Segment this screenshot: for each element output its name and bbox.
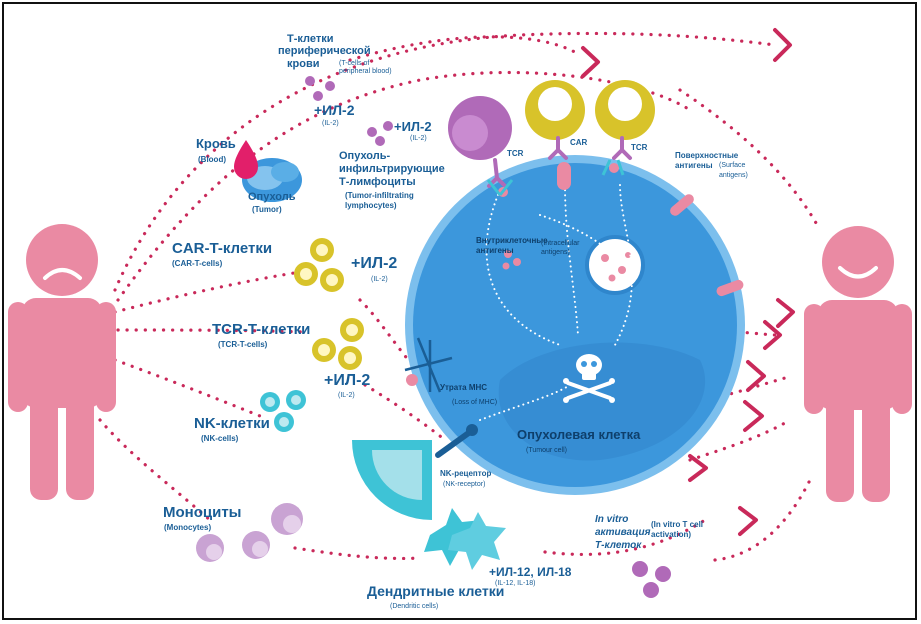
arrowhead-top	[773, 28, 792, 62]
in-vitro-label-en-1: (In vitro T cell	[651, 520, 704, 529]
intracellular-antigens-label-2: антигены	[476, 246, 514, 255]
happy-person-icon	[804, 226, 912, 502]
peripheral-t-label-1: Т-клетки	[287, 33, 334, 45]
arrowhead-right-4	[688, 454, 708, 482]
il2-top-label-en: (IL-2)	[322, 120, 339, 127]
car-t-cells	[294, 238, 344, 292]
tcr-t-label: TCR-T-клетки	[212, 321, 311, 338]
flow-arc-monocyte	[98, 418, 212, 522]
dendritic-cells	[424, 508, 506, 570]
tcr-t-cell-yellow	[595, 80, 655, 176]
arrowhead-right-3	[743, 400, 764, 432]
monocytes	[196, 503, 303, 562]
mhc-loss-label-en: (Loss of MHC)	[452, 399, 498, 406]
arrowhead-right-1	[763, 320, 782, 350]
flow-arc-right-4	[713, 478, 812, 562]
dendritic-label: Дендритные клетки	[367, 583, 505, 599]
intracellular-antigens-label-en-1: (Intracellular	[541, 240, 580, 247]
il12-label: +ИЛ-12, ИЛ-18	[489, 565, 572, 579]
nk-label-en: (NK-cells)	[201, 434, 239, 443]
dendritic-label-en: (Dendritic cells)	[390, 603, 439, 610]
skull-crossbones-icon	[563, 354, 615, 403]
tcr-t-cell-purple	[448, 96, 514, 197]
tcr-t-label-en: (TCR-T-cells)	[218, 340, 268, 349]
mhc-loss-label: Утрата МНС	[440, 383, 488, 392]
car-label: CAR	[570, 138, 588, 147]
tumor-label-en: (Tumor)	[252, 205, 282, 214]
tumor-cell-label: Опухолевая клетка	[517, 427, 641, 442]
til-label-1: Опухоль-	[339, 150, 391, 162]
car-t-cell-yellow	[525, 80, 585, 160]
internal-signal-paths	[479, 184, 633, 421]
nk-receptor-label-en: (NK-receptor)	[443, 481, 486, 488]
il2-car-label: +ИЛ-2	[351, 255, 398, 272]
tcr-label-right: TCR	[631, 143, 648, 152]
il2-car-label-en: (IL-2)	[371, 276, 388, 283]
peripheral-t-label-en-2: peripheral blood)	[339, 68, 392, 75]
flow-arc-tcr-to-mhc	[363, 383, 447, 442]
blood-drop-icon	[234, 140, 258, 179]
in-vitro-label-1: In vitro	[595, 514, 629, 525]
tcr-label-left: TCR	[507, 149, 524, 158]
til-label-2: инфильтрирующие	[339, 163, 445, 175]
flow-arc-car-to-tumor	[358, 298, 417, 370]
til-label-en-1: (Tumor-infiltrating	[345, 191, 414, 200]
flow-arc-top-right	[678, 88, 822, 232]
flow-arc-right-3	[688, 418, 792, 462]
mhc-loss-icon	[404, 337, 453, 393]
in-vitro-label-en-2: activation)	[651, 530, 692, 539]
il2-top-label: +ИЛ-2	[314, 102, 355, 118]
il12-label-en: (IL-12, IL-18)	[495, 580, 536, 587]
til-cells	[367, 121, 393, 146]
nk-cell-halfdisc	[352, 424, 478, 520]
flow-arc-peripheral	[348, 35, 582, 62]
tumor-label: Опухоль	[248, 191, 296, 203]
peripheral-t-label-en-1: (T-cells of	[339, 60, 370, 67]
blood-label-en: (Blood)	[198, 155, 226, 164]
peripheral-t-label-2: периферической	[278, 45, 371, 57]
sad-person-icon	[8, 224, 116, 500]
il2-tcr-label: +ИЛ-2	[324, 372, 371, 389]
il2-til-label-en: (IL-2)	[410, 135, 427, 142]
flow-arc-car	[113, 270, 302, 314]
flow-arc-dendritic	[293, 546, 422, 561]
flow-arrowheads	[581, 28, 795, 536]
surface-antigens-label-1: Поверхностные	[675, 151, 739, 160]
arrowhead-right-5	[738, 506, 758, 536]
car-t-label-en: (CAR-T-cells)	[172, 259, 223, 268]
arrowhead-right-6	[776, 298, 795, 328]
nk-cells	[260, 390, 306, 432]
peripheral-t-cells	[305, 76, 335, 101]
blood-label: Кровь	[196, 136, 236, 151]
tcr-t-cells	[312, 318, 364, 370]
intracellular-antigens-label-en-2: antigens)	[541, 249, 570, 256]
car-t-label: CAR-T-клетки	[172, 240, 273, 257]
surface-antigens-label-en-2: antigens)	[719, 172, 748, 179]
surface-antigens-label-en-1: (Surface	[719, 162, 746, 169]
intracellular-antigens	[502, 250, 521, 270]
il2-tcr-label-en: (IL-2)	[338, 392, 355, 399]
nk-label: NK-клетки	[194, 415, 270, 432]
flow-arc-blood-top	[113, 31, 777, 292]
tumor-cell	[405, 155, 745, 495]
arrowhead-right-2	[746, 360, 766, 392]
til-label-en-2: lymphocytes)	[345, 201, 397, 210]
surface-antigens	[557, 162, 744, 297]
in-vitro-label-3: Т-клеток	[595, 540, 642, 551]
peripheral-t-label-3: крови	[287, 58, 320, 70]
in-vitro-label-2: активация	[595, 527, 651, 538]
tumor-cell-label-en: (Tumour cell)	[526, 447, 567, 454]
til-label-3: Т-лимфоциты	[339, 176, 416, 188]
flow-arc-nk	[113, 358, 267, 420]
monocytes-label-en: (Monocytes)	[164, 523, 212, 532]
arrowhead-til	[581, 46, 600, 78]
activated-t-cells	[632, 561, 671, 598]
monocytes-label: Моноциты	[163, 504, 242, 521]
intracellular-antigens-label-1: Внутриклеточные	[476, 236, 548, 245]
nk-receptor-label: NK-рецептор	[440, 469, 492, 478]
surface-antigens-label-2: антигены	[675, 161, 713, 170]
il2-til-label: +ИЛ-2	[394, 119, 432, 134]
